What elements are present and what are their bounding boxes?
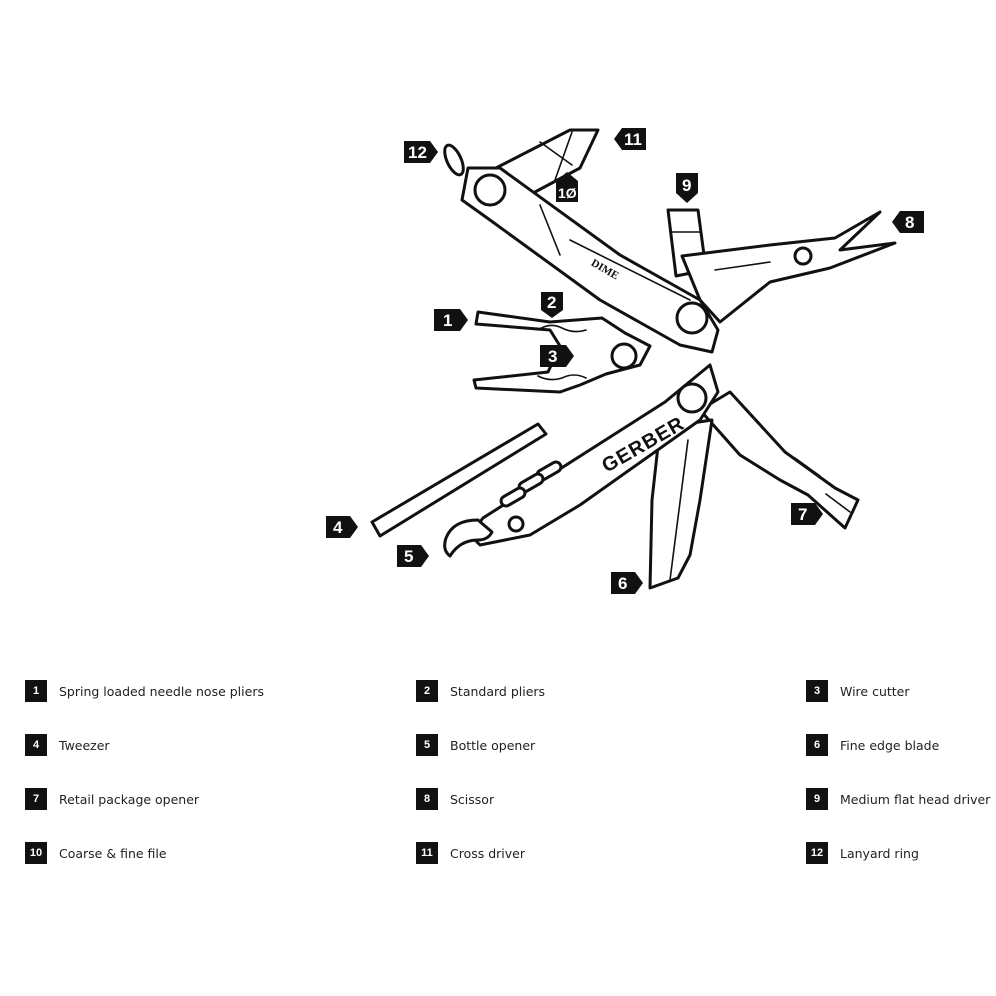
legend-item: 7 Retail package opener <box>25 788 199 810</box>
legend-item: 4 Tweezer <box>25 734 110 756</box>
legend-number: 2 <box>416 680 438 702</box>
lanyard-ring <box>443 143 465 177</box>
callout-6: 6 <box>611 572 643 594</box>
callout-4: 4 <box>326 516 358 538</box>
legend-label: Standard pliers <box>450 683 546 699</box>
legend-label: Retail package opener <box>59 791 200 807</box>
svg-text:4: 4 <box>333 518 343 537</box>
scissors-tool <box>680 210 897 324</box>
legend-label: Bottle opener <box>450 737 536 753</box>
legend-label: Coarse & fine file <box>59 845 167 861</box>
callout-10: 1Ø <box>556 172 578 202</box>
legend-number: 3 <box>806 680 828 702</box>
callout-12: 12 <box>404 141 438 163</box>
legend-item: 5 Bottle opener <box>416 734 535 756</box>
svg-text:7: 7 <box>798 505 807 524</box>
svg-text:8: 8 <box>905 213 914 232</box>
legend-item: 10 Coarse & fine file <box>25 842 167 864</box>
blade-tool <box>648 418 714 590</box>
legend-number: 10 <box>25 842 47 864</box>
legend-number: 12 <box>806 842 828 864</box>
callout-5: 5 <box>397 545 429 567</box>
callout-9: 9 <box>676 173 698 203</box>
package-opener-tool <box>698 390 860 530</box>
legend-label: Lanyard ring <box>840 845 919 861</box>
bottle-opener-tool <box>443 518 494 558</box>
legend-label: Tweezer <box>59 737 110 753</box>
svg-text:1Ø: 1Ø <box>558 185 577 201</box>
legend-number: 11 <box>416 842 438 864</box>
legend-label: Spring loaded needle nose pliers <box>59 683 264 699</box>
legend-label: Fine edge blade <box>840 737 940 753</box>
svg-text:3: 3 <box>548 347 557 366</box>
legend-item: 2 Standard pliers <box>416 680 545 702</box>
legend-item: 6 Fine edge blade <box>806 734 939 756</box>
callout-1: 1 <box>434 309 468 331</box>
legend-item: 12 Lanyard ring <box>806 842 919 864</box>
legend-number: 5 <box>416 734 438 756</box>
legend-number: 9 <box>806 788 828 810</box>
callout-2: 2 <box>541 292 563 318</box>
tweezer-tool <box>370 422 548 538</box>
svg-text:12: 12 <box>408 143 427 162</box>
legend-number: 4 <box>25 734 47 756</box>
svg-text:6: 6 <box>618 574 627 593</box>
legend-item: 1 Spring loaded needle nose pliers <box>25 680 264 702</box>
callout-8: 8 <box>892 211 924 233</box>
callout-7: 7 <box>791 503 823 525</box>
legend-item: 9 Medium flat head driver <box>806 788 990 810</box>
svg-text:5: 5 <box>404 547 413 566</box>
callout-3: 3 <box>540 345 574 367</box>
multitool-diagram: GERBER DIME 1 2 3 4 5 <box>326 128 924 594</box>
legend-item: 11 Cross driver <box>416 842 525 864</box>
legend-label: Cross driver <box>450 845 526 861</box>
legend-number: 8 <box>416 788 438 810</box>
legend-label: Medium flat head driver <box>840 791 991 807</box>
legend-label: Wire cutter <box>840 683 910 699</box>
svg-text:11: 11 <box>624 130 642 149</box>
legend-label: Scissor <box>450 791 495 807</box>
callout-11: 11 <box>614 128 646 150</box>
legend-number: 6 <box>806 734 828 756</box>
svg-text:1: 1 <box>443 311 452 330</box>
svg-text:9: 9 <box>682 176 691 195</box>
legend-number: 7 <box>25 788 47 810</box>
legend-number: 1 <box>25 680 47 702</box>
legend-item: 8 Scissor <box>416 788 494 810</box>
legend-item: 3 Wire cutter <box>806 680 910 702</box>
svg-text:2: 2 <box>547 293 556 312</box>
upper-handle: DIME <box>460 166 720 354</box>
